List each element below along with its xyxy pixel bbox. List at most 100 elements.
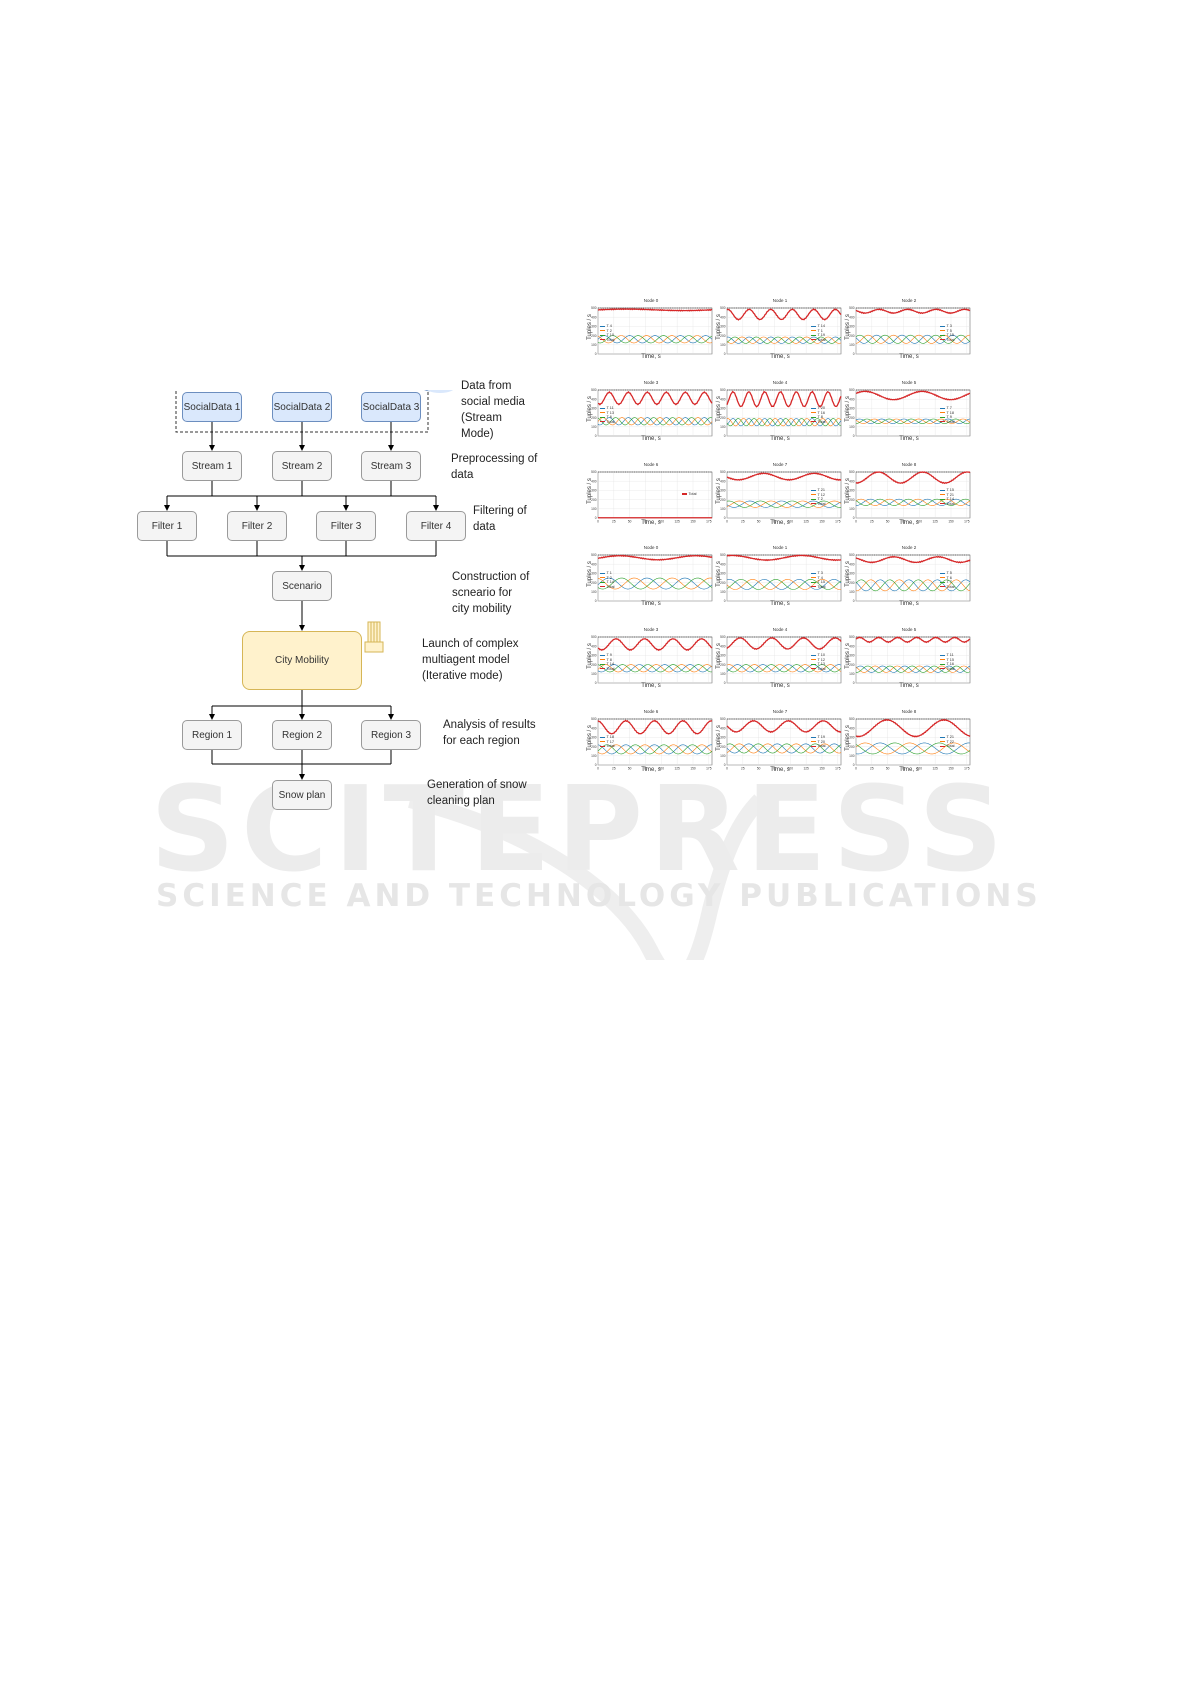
thread-series-line (726, 743, 842, 754)
legend-swatch (940, 745, 945, 747)
x-axis-label: Time, s (899, 767, 919, 773)
legend-swatch (600, 334, 605, 336)
legend-swatch (600, 577, 605, 578)
y-tick-label: 100 (591, 343, 597, 347)
thread-series-line (597, 664, 713, 673)
legend-swatch (600, 407, 605, 409)
legend-entry: T 16 (940, 662, 955, 667)
thread-series-line (855, 742, 971, 755)
legend-swatch (940, 330, 945, 331)
y-tick-label: 200 (849, 581, 855, 585)
y-tick-label: 500 (720, 306, 726, 310)
legend-swatch (600, 586, 605, 588)
legend-swatch (940, 489, 945, 491)
y-tick-label: 500 (720, 635, 726, 639)
total-series-line (597, 638, 713, 652)
y-tick-label: 200 (720, 745, 726, 749)
legend-label: Total (817, 419, 826, 424)
panel-title: Node 6 (643, 709, 659, 714)
legend-label: T 14 (606, 580, 615, 585)
y-tick-label: 400 (849, 562, 855, 566)
x-tick-label: 0 (855, 767, 857, 771)
filter-3-node: Filter 3 (316, 511, 376, 541)
x-axis-label: Time, s (899, 436, 919, 442)
y-axis-label: Tuples / s (845, 314, 851, 340)
legend-entry: T 2 (600, 576, 615, 581)
legend-label: Total (606, 744, 615, 749)
total-series-line (726, 554, 842, 562)
thread-series-line (597, 417, 713, 426)
thread-series-line (597, 335, 713, 344)
y-tick-label: 100 (720, 425, 726, 429)
y-tick-label: 0 (724, 599, 726, 603)
region-1-node: Region 1 (182, 720, 242, 750)
thread-series-line (855, 418, 971, 424)
y-tick-label: 200 (849, 416, 855, 420)
legend-label: T 2 (606, 575, 612, 580)
legend-label: T 9 (946, 415, 952, 420)
legend-swatch (811, 503, 816, 505)
legend-swatch (940, 412, 945, 413)
y-axis-label: Tuples / s (716, 643, 722, 669)
x-tick-label: 125 (804, 767, 810, 771)
legend-swatch (940, 741, 945, 742)
legend-entry: T 20 (811, 406, 826, 411)
y-tick-label: 500 (720, 553, 726, 557)
legend-entry: T 13 (811, 662, 826, 667)
y-tick-label: 300 (720, 736, 726, 740)
legend-entry: T 12 (811, 658, 826, 663)
legend-label: T 18 (606, 735, 615, 739)
region-3-node: Region 3 (361, 720, 421, 750)
x-tick-label: 150 (690, 767, 696, 771)
scenario-node: Scenario (272, 571, 332, 601)
legend-swatch (940, 498, 945, 500)
x-tick-label: 100 (659, 520, 665, 524)
total-series-line (855, 308, 971, 315)
legend-label: T 2 (606, 328, 612, 333)
y-tick-label: 100 (849, 590, 855, 594)
legend-label: T 20 (817, 406, 826, 410)
total-series-line (726, 719, 842, 734)
legend-swatch (940, 654, 945, 656)
social-data-3-node: SocialData 3 (361, 392, 421, 422)
legend-entry: T 14 (600, 662, 615, 667)
total-series-line (726, 636, 842, 651)
thread-series-line (726, 500, 842, 508)
legend-label: T 12 (817, 492, 826, 497)
legend-swatch (682, 493, 687, 495)
x-tick-label: 25 (612, 520, 616, 524)
y-tick-label: 400 (591, 397, 597, 401)
panel-title: Node 0 (643, 545, 659, 550)
thread-series-line (597, 744, 713, 755)
thread-series-line (726, 664, 842, 673)
legend-label: T 11 (946, 653, 954, 657)
filter-1-node: Filter 1 (137, 511, 197, 541)
y-axis-label: Tuples / s (845, 561, 851, 587)
y-tick-label: 0 (595, 681, 597, 685)
legend-swatch (940, 668, 945, 670)
panel-title: Node 2 (901, 545, 917, 550)
y-tick-label: 0 (595, 434, 597, 438)
thread-series-line (726, 579, 842, 590)
y-tick-label: 200 (591, 745, 597, 749)
legend-label: T 16 (817, 410, 826, 415)
panel-title: Node 1 (772, 545, 788, 550)
thread-series-line (726, 418, 842, 427)
legend-label: T 15 (817, 580, 826, 585)
y-tick-label: 500 (591, 470, 597, 474)
filter-2-node: Filter 2 (227, 511, 287, 541)
total-series-line (726, 308, 842, 321)
